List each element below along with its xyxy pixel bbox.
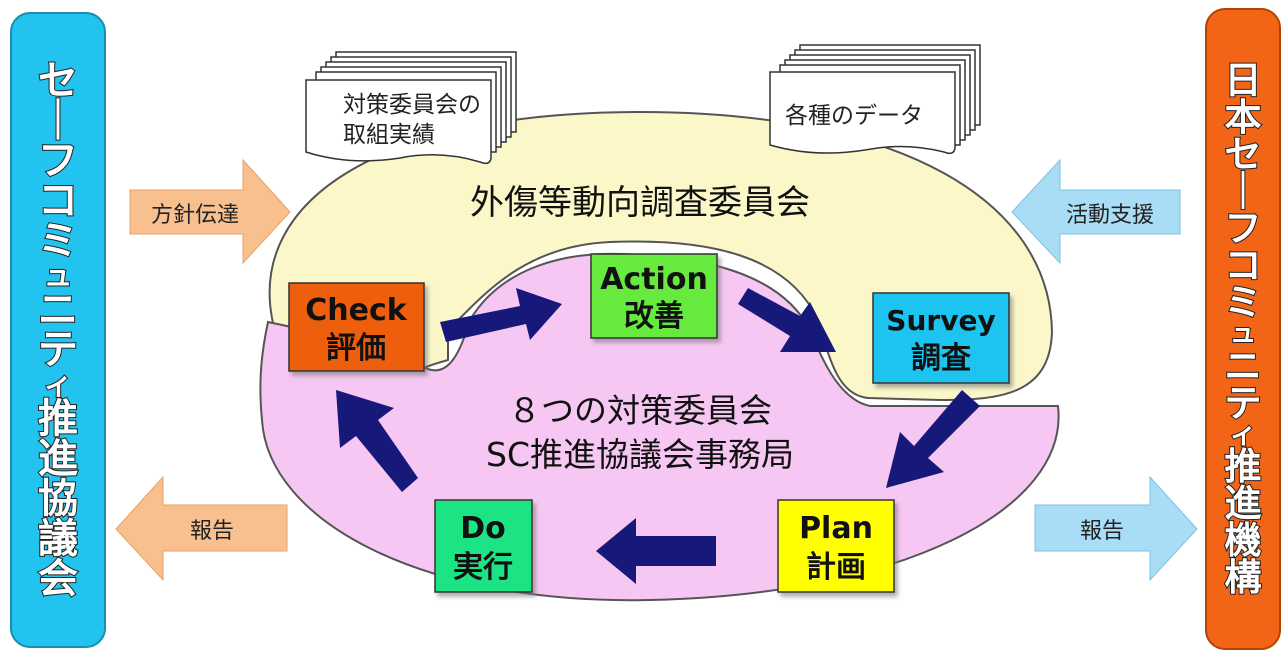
sc-council-secretariat-title: SC推進協議会事務局 xyxy=(486,435,794,474)
vertical-char: セ xyxy=(37,58,79,105)
arrow-action-to-survey xyxy=(738,288,836,352)
vertical-char: セ xyxy=(1224,132,1263,176)
vertical-char: 進 xyxy=(37,435,79,482)
do-box xyxy=(434,499,533,593)
vertical-char: 推 xyxy=(1224,445,1263,489)
policy-arrow-label: 方針伝達 xyxy=(151,202,239,227)
achievements-document-line2: 取組実績 xyxy=(343,121,435,147)
action-label-ja: 改善 xyxy=(624,299,684,334)
report-arrow-right-label: 報告 xyxy=(1080,518,1124,543)
arrow-do-to-check xyxy=(336,390,418,492)
vertical-char: 議 xyxy=(37,515,79,562)
vertical-char: 本 xyxy=(1224,95,1263,139)
support-arrow: 活動支援 xyxy=(1011,158,1181,265)
vertical-char: ミ xyxy=(37,218,79,265)
cycle-arrows xyxy=(336,288,980,584)
vertical-char: テ xyxy=(37,327,79,373)
vertical-char: ｜ xyxy=(37,98,79,145)
achievements-document-line1: 対策委員会の xyxy=(343,91,481,117)
vertical-char: コ xyxy=(37,178,79,225)
check-label-en: Check xyxy=(305,293,408,328)
plan-box xyxy=(777,499,895,593)
vertical-char: 機 xyxy=(1224,519,1263,563)
vertical-char: コ xyxy=(1224,243,1263,287)
report-arrow-left: 報告 xyxy=(115,475,288,582)
vertical-char: ニ xyxy=(1224,344,1263,388)
support-arrow-label: 活動支援 xyxy=(1066,202,1154,227)
arrow-plan-to-do xyxy=(596,518,716,584)
do-label-en: Do xyxy=(460,511,506,546)
report-arrow-right: 報告 xyxy=(1034,475,1198,582)
vertical-char: テ xyxy=(1224,381,1263,425)
vertical-char: フ xyxy=(37,138,79,185)
action-box xyxy=(590,253,718,339)
survey-box xyxy=(872,292,1010,384)
vertical-char: ュ xyxy=(1229,317,1258,349)
do-label-ja: 実行 xyxy=(453,550,513,585)
vertical-char: 構 xyxy=(1224,556,1263,600)
vertical-char: ｜ xyxy=(1224,169,1263,213)
vertical-char: 会 xyxy=(37,555,79,602)
survey-label-ja: 調査 xyxy=(911,341,971,376)
countermeasure-committees-title: ８つの対策委員会 xyxy=(508,391,772,430)
vertical-char: ニ xyxy=(37,287,79,333)
vertical-char: ミ xyxy=(1224,280,1263,324)
vertical-char: ィ xyxy=(1229,418,1258,450)
policy-arrow: 方針伝達 xyxy=(129,158,291,265)
vertical-char: 協 xyxy=(37,475,79,522)
safe-community-council-bar: セ｜フコミュニティ推進協議会 xyxy=(10,12,106,648)
vertical-char: フ xyxy=(1224,206,1263,250)
vertical-char: 推 xyxy=(37,395,79,442)
plan-label-en: Plan xyxy=(799,511,873,546)
vertical-char: ィ xyxy=(43,367,74,401)
report-arrow-left-label: 報告 xyxy=(190,518,234,543)
trauma-survey-committee-title: 外傷等動向調査委員会 xyxy=(470,183,810,223)
vertical-char: ュ xyxy=(43,258,74,293)
vertical-char: 日 xyxy=(1224,58,1263,102)
vertical-char: 進 xyxy=(1224,482,1263,526)
plan-label-ja: 計画 xyxy=(806,550,866,585)
arrow-check-to-action xyxy=(440,288,562,342)
data-document-stack: 各種のデータ xyxy=(769,44,981,155)
check-box xyxy=(288,282,425,372)
data-document-label: 各種のデータ xyxy=(785,102,923,128)
check-label-ja: 評価 xyxy=(326,331,386,366)
survey-label-en: Survey xyxy=(886,304,995,337)
action-label-en: Action xyxy=(600,262,708,297)
japan-safe-community-organization-bar: 日本セ｜フコミュニティ推進機構 xyxy=(1205,8,1281,650)
achievements-document-stack: 対策委員会の 取組実績 xyxy=(305,51,517,165)
arrow-survey-to-plan xyxy=(886,390,980,488)
